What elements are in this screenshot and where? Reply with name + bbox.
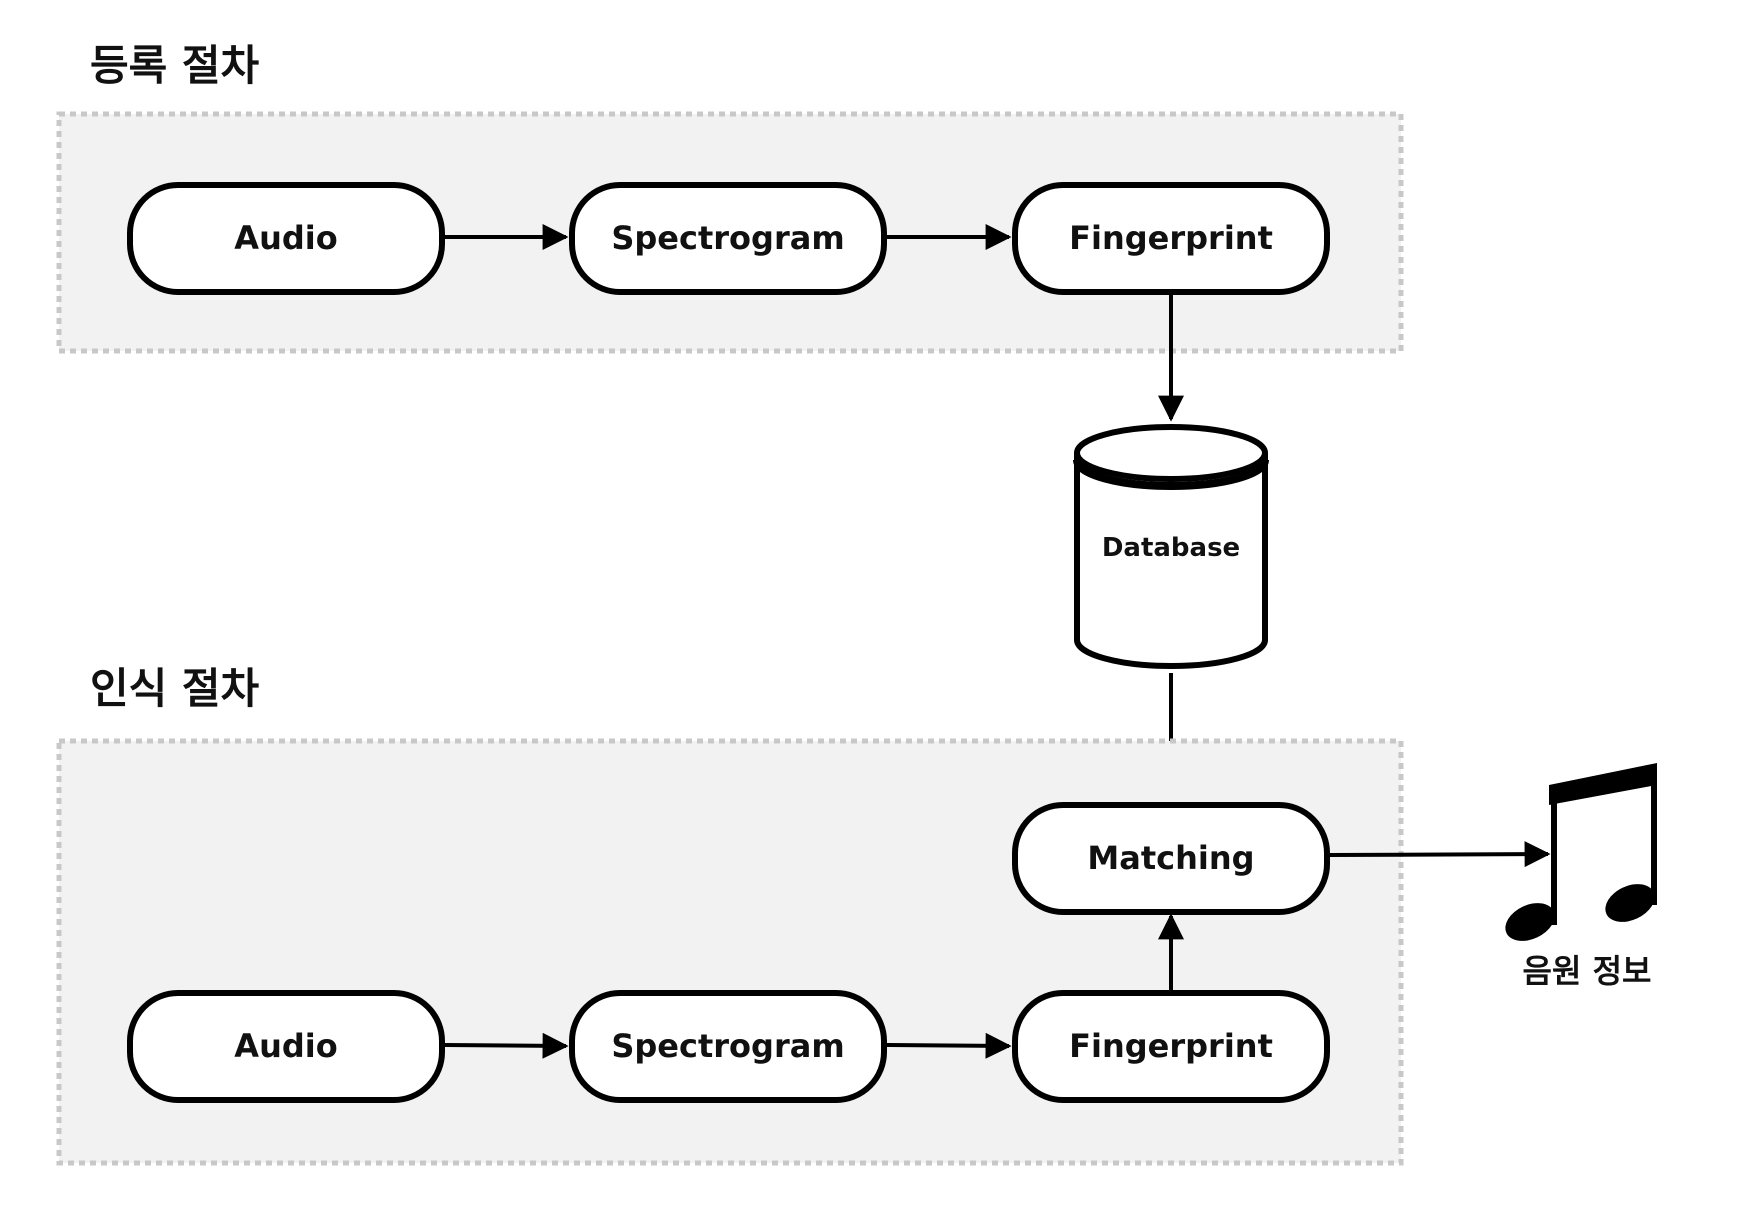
database-label: Database [1102,533,1240,563]
recognition-audio-label: Audio [234,1027,337,1065]
registration-audio-label: Audio [234,219,337,257]
registration-title: 등록 절차 [90,41,260,90]
matching-node[interactable]: Matching [1012,802,1330,915]
registration-spectrogram-label: Spectrogram [611,219,844,257]
matching-label: Matching [1087,839,1254,877]
registration-audio-node[interactable]: Audio [127,182,445,295]
arrow-rec-audio-to-spectrogram [444,1032,569,1059]
recognition-spectrogram-label: Spectrogram [611,1027,844,1065]
registration-spectrogram-node[interactable]: Spectrogram [569,182,887,295]
recognition-audio-node[interactable]: Audio [127,990,445,1103]
registration-fingerprint-label: Fingerprint [1069,219,1273,257]
music-note-icon [1505,763,1657,941]
arrow-matching-to-result [1329,841,1551,868]
result-label: 음원 정보 [1523,952,1652,990]
recognition-spectrogram-node[interactable]: Spectrogram [569,990,887,1103]
arrow-rec-spectrogram-to-fingerprint [886,1032,1012,1059]
recognition-title: 인식 절차 [90,664,260,713]
recognition-fingerprint-label: Fingerprint [1069,1027,1273,1065]
database-node[interactable]: Database [1073,424,1269,669]
recognition-fingerprint-node[interactable]: Fingerprint [1012,990,1330,1103]
registration-fingerprint-node[interactable]: Fingerprint [1012,182,1330,295]
